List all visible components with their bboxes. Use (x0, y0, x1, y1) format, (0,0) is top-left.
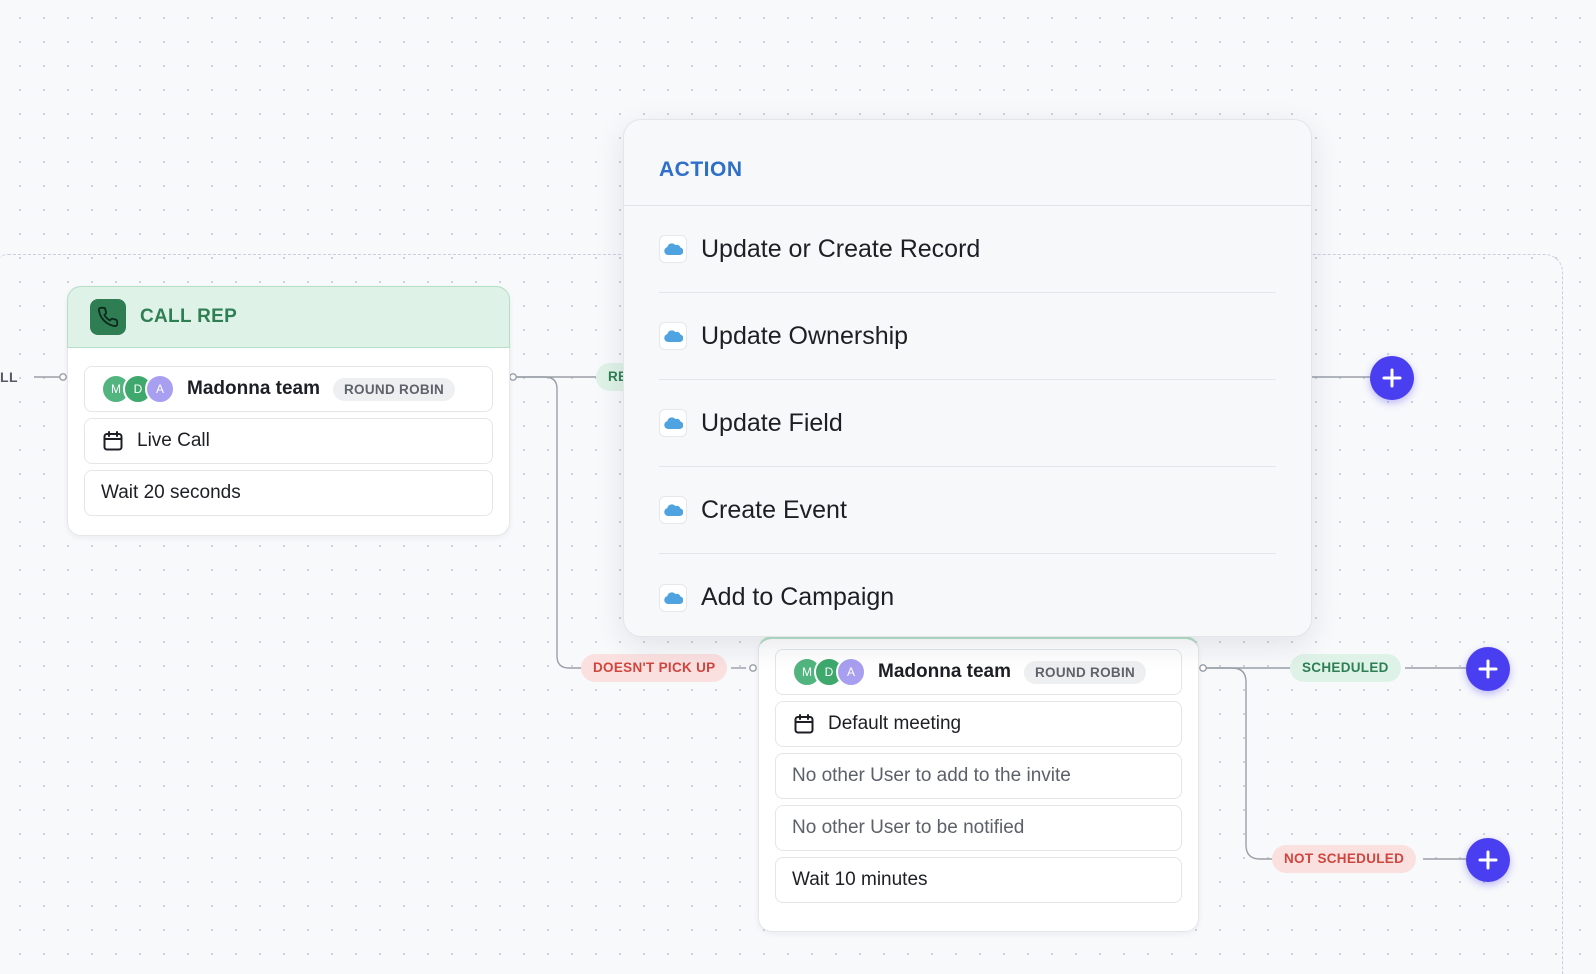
schedule-meeting-node[interactable]: M D A Madonna team ROUND ROBIN Default m… (758, 636, 1199, 932)
notify-users-placeholder: No other User to be notified (792, 817, 1025, 838)
phone-icon (90, 299, 126, 335)
edge-pill-doesnt-pick-up[interactable]: DOESN'T PICK UP (581, 654, 728, 682)
calendar-icon (103, 431, 123, 451)
avatar: A (836, 657, 866, 687)
salesforce-cloud-icon (659, 235, 687, 263)
menu-item-update-or-create-record[interactable]: Update or Create Record (659, 206, 1276, 293)
menu-item-label: Update or Create Record (701, 234, 981, 263)
menu-item-label: Create Event (701, 495, 847, 524)
edge-pill-scheduled[interactable]: SCHEDULED (1290, 654, 1401, 682)
salesforce-cloud-icon (659, 583, 687, 612)
team-name: Madonna team (878, 661, 1012, 682)
meeting-type-label: Default meeting (828, 713, 962, 734)
add-step-button[interactable] (1370, 356, 1414, 400)
avatar: A (145, 374, 175, 404)
incoming-edge-label: LL (0, 369, 19, 385)
wait-label: Wait 20 seconds (101, 482, 241, 503)
call-rep-node[interactable]: CALL REP M D A Madonna team ROUND ROBIN … (67, 286, 510, 536)
call-rep-title: CALL REP (140, 306, 238, 327)
team-avatars: M D A (792, 657, 866, 687)
assigned-team-row[interactable]: M D A Madonna team ROUND ROBIN (775, 649, 1182, 695)
menu-item-add-to-campaign[interactable]: Add to Campaign (659, 554, 1276, 641)
call-type-label: Live Call (137, 430, 210, 451)
menu-item-update-field[interactable]: Update Field (659, 380, 1276, 467)
assigned-team-row[interactable]: M D A Madonna team ROUND ROBIN (84, 366, 493, 412)
plus-icon (1382, 368, 1402, 388)
add-step-button-scheduled[interactable] (1466, 647, 1510, 691)
team-avatars: M D A (101, 374, 175, 404)
salesforce-cloud-icon (659, 496, 687, 524)
menu-item-label: Add to Campaign (701, 583, 895, 611)
action-dropdown-menu[interactable]: ACTION Update or Create Record Update Ow… (623, 119, 1312, 637)
calendar-icon (794, 714, 814, 734)
notify-users-field[interactable]: No other User to be notified (775, 805, 1182, 851)
edge-pill-not-scheduled[interactable]: NOT SCHEDULED (1272, 845, 1417, 873)
call-rep-node-header[interactable]: CALL REP (67, 286, 510, 348)
salesforce-cloud-icon (659, 409, 687, 437)
team-name: Madonna team (187, 378, 321, 399)
action-menu-header: ACTION (624, 120, 1311, 206)
menu-item-update-ownership[interactable]: Update Ownership (659, 293, 1276, 380)
add-step-button-not-scheduled[interactable] (1466, 838, 1510, 882)
salesforce-cloud-icon (659, 322, 687, 350)
routing-badge: ROUND ROBIN (1024, 660, 1147, 684)
routing-badge: ROUND ROBIN (333, 377, 456, 401)
plus-icon (1478, 659, 1498, 679)
plus-icon (1478, 850, 1498, 870)
meeting-type-row[interactable]: Default meeting (775, 701, 1182, 747)
wait-row[interactable]: Wait 20 seconds (84, 470, 493, 516)
call-type-row[interactable]: Live Call (84, 418, 493, 464)
wait-row[interactable]: Wait 10 minutes (775, 857, 1182, 903)
wait-label: Wait 10 minutes (792, 869, 928, 890)
invite-users-field[interactable]: No other User to add to the invite (775, 753, 1182, 799)
invite-users-placeholder: No other User to add to the invite (792, 765, 1071, 786)
menu-item-label: Update Field (701, 408, 843, 437)
menu-item-label: Update Ownership (701, 321, 909, 350)
menu-item-create-event[interactable]: Create Event (659, 467, 1276, 554)
